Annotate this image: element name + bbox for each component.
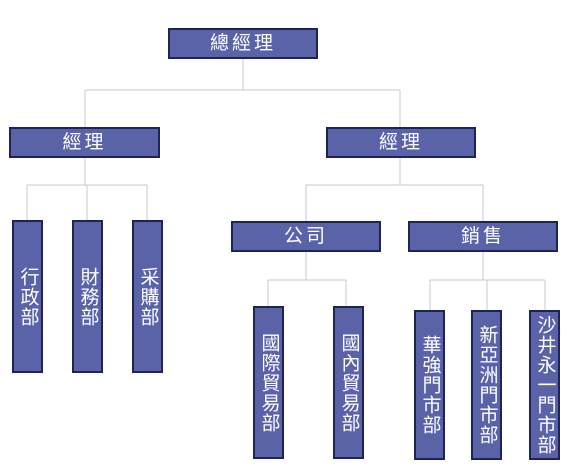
finance-dept-box: 財務部 (72, 220, 103, 373)
xinyazhou-store-box: 新亞洲門市部 (471, 310, 502, 460)
domestic-trade-dept-box: 國內貿易部 (333, 306, 364, 459)
manager-right-box: 經理 (326, 127, 476, 158)
sales-box: 銷售 (408, 221, 558, 252)
ceo-box: 總經理 (168, 28, 318, 59)
huaqiang-store-box: 華強門市部 (414, 310, 445, 460)
manager-left-box: 經理 (9, 127, 160, 158)
procurement-dept-box: 采購部 (132, 220, 163, 373)
company-box: 公司 (231, 221, 381, 252)
admin-dept-box: 行政部 (12, 220, 43, 373)
shajing-store-box: 沙井永一門市部 (529, 310, 560, 460)
intl-trade-dept-box: 國際貿易部 (253, 306, 284, 459)
